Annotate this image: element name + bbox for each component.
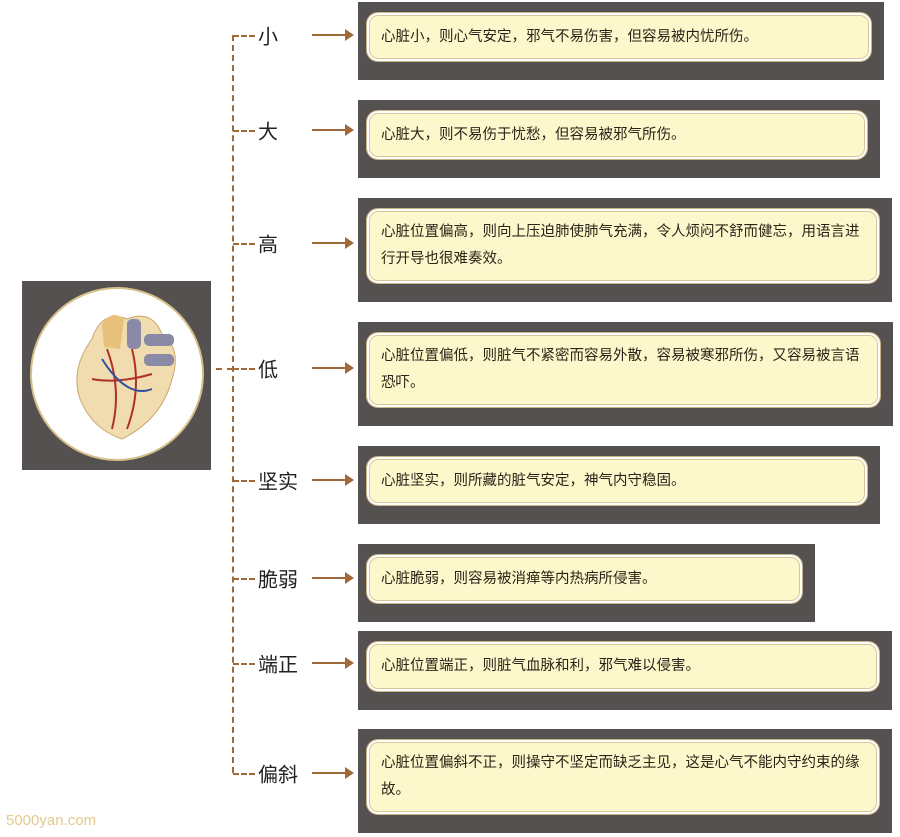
- item-label: 低: [258, 357, 278, 382]
- arrow-icon: [312, 572, 354, 584]
- branch-connector: [233, 480, 255, 482]
- description-box: 心脏位置偏斜不正，则操守不坚定而缺乏主见，这是心气不能内守约束的缘故。: [358, 729, 892, 833]
- item-label: 脆弱: [258, 567, 298, 592]
- watermark: 5000yan.com: [6, 812, 97, 829]
- item-description: 心脏大，则不易伤于忧愁，但容易被邪气所伤。: [381, 126, 686, 143]
- heart-illustration: [30, 287, 204, 461]
- item-label: 偏斜: [258, 762, 298, 787]
- item-description: 心脏位置偏低，则脏气不紧密而容易外散，容易被寒邪所伤，又容易被言语恐吓。: [381, 348, 860, 391]
- item-description: 心脏位置偏高，则向上压迫肺使肺气充满，令人烦闷不舒而健忘，用语言进行开导也很难奏…: [381, 224, 860, 267]
- item-description: 心脏小，则心气安定，邪气不易伤害，但容易被内忧所伤。: [381, 28, 758, 45]
- item-description: 心脏位置偏斜不正，则操守不坚定而缺乏主见，这是心气不能内守约束的缘故。: [381, 755, 860, 798]
- branch-connector: [233, 35, 255, 37]
- arrow-icon: [312, 362, 354, 374]
- arrow-icon: [312, 767, 354, 779]
- branch-connector: [233, 663, 255, 665]
- description-box: 心脏大，则不易伤于忧愁，但容易被邪气所伤。: [358, 100, 880, 178]
- item-description: 心脏坚实，则所藏的脏气安定，神气内守稳固。: [381, 472, 686, 489]
- arrow-icon: [312, 237, 354, 249]
- branch-connector: [233, 773, 255, 775]
- branch-connector: [233, 578, 255, 580]
- description-box: 心脏小，则心气安定，邪气不易伤害，但容易被内忧所伤。: [358, 2, 884, 80]
- heart-connector: [205, 368, 233, 370]
- item-label: 大: [258, 119, 278, 144]
- description-box: 心脏坚实，则所藏的脏气安定，神气内守稳固。: [358, 446, 880, 524]
- description-box: 心脏位置偏高，则向上压迫肺使肺气充满，令人烦闷不舒而健忘，用语言进行开导也很难奏…: [358, 198, 892, 302]
- trunk-connector: [232, 35, 234, 773]
- arrow-icon: [312, 474, 354, 486]
- arrow-icon: [312, 124, 354, 136]
- heart-image-frame: [22, 281, 211, 470]
- branch-connector: [233, 368, 255, 370]
- branch-connector: [233, 243, 255, 245]
- item-label: 小: [258, 24, 278, 49]
- description-box: 心脏脆弱，则容易被消瘅等内热病所侵害。: [358, 544, 815, 622]
- description-box: 心脏位置端正，则脏气血脉和利，邪气难以侵害。: [358, 631, 892, 710]
- branch-connector: [233, 130, 255, 132]
- item-description: 心脏脆弱，则容易被消瘅等内热病所侵害。: [381, 570, 657, 587]
- description-box: 心脏位置偏低，则脏气不紧密而容易外散，容易被寒邪所伤，又容易被言语恐吓。: [358, 322, 893, 426]
- arrow-icon: [312, 657, 354, 669]
- item-label: 坚实: [258, 469, 298, 494]
- item-label: 高: [258, 232, 278, 257]
- item-label: 端正: [258, 652, 298, 677]
- item-description: 心脏位置端正，则脏气血脉和利，邪气难以侵害。: [381, 658, 700, 674]
- arrow-icon: [312, 29, 354, 41]
